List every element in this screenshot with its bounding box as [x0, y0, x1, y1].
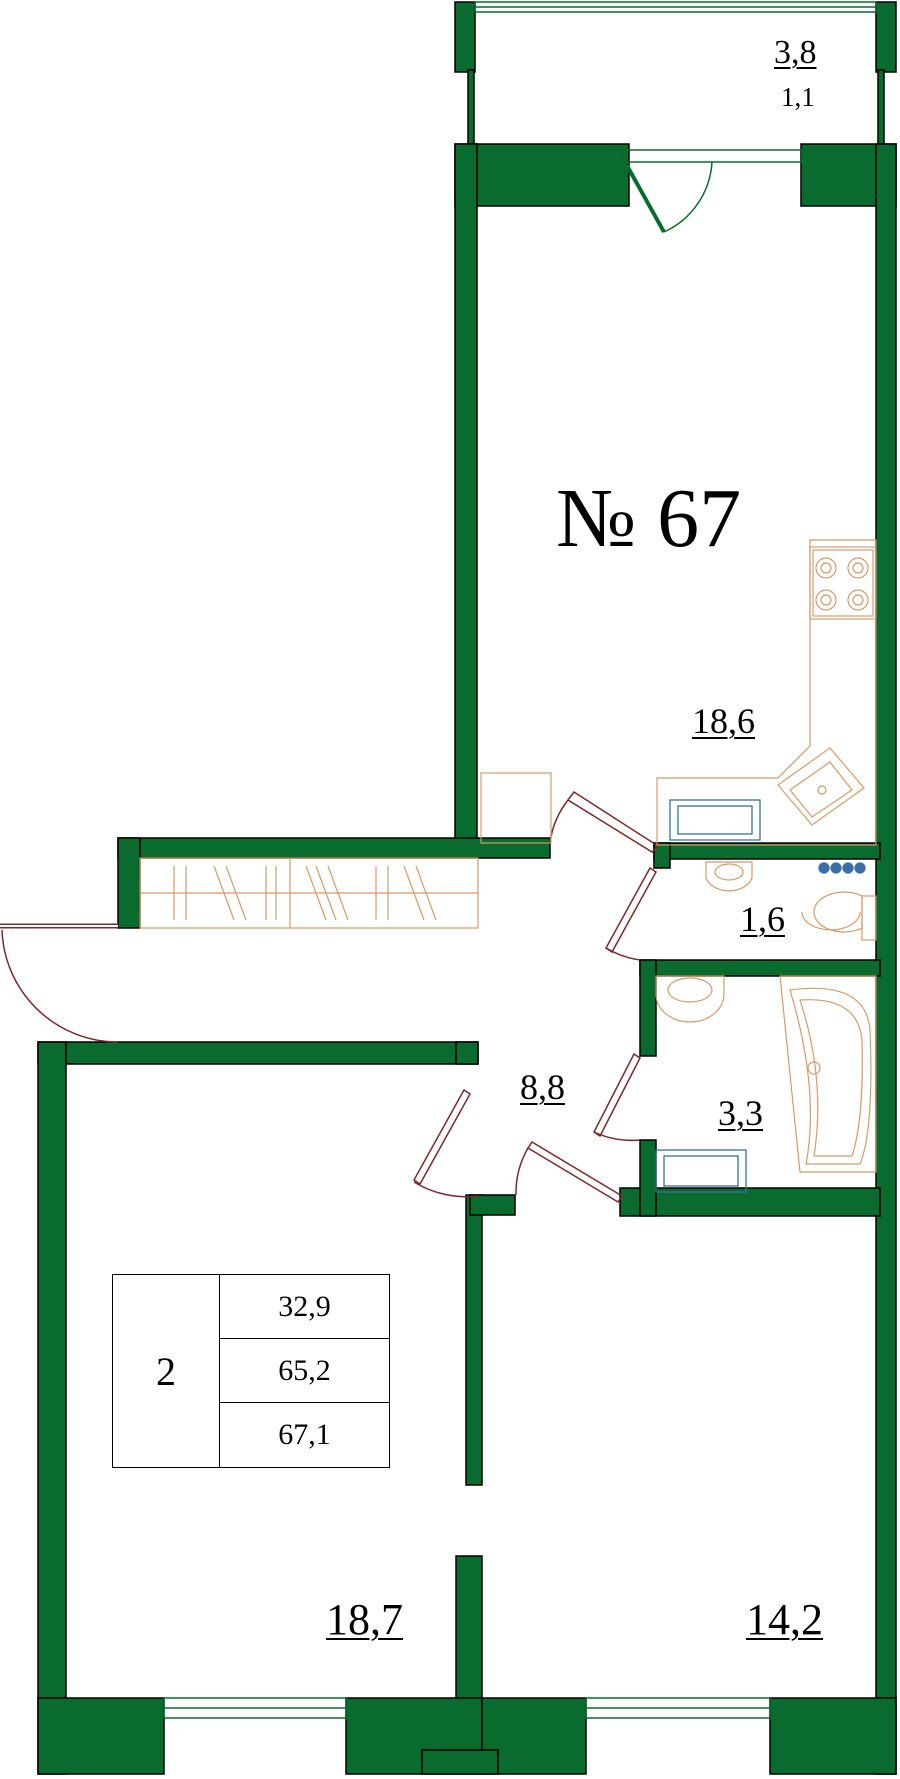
summary-living-area: 32,9: [220, 1275, 389, 1339]
wc-area: 1,6: [740, 899, 785, 939]
kitchen-furniture: [139, 539, 877, 1173]
windows: [163, 1, 877, 1719]
summary-total-with-balcony: 67,1: [278, 1418, 331, 1451]
appliances: [655, 799, 866, 1193]
doors: [0, 161, 713, 1204]
kitchen-area: 18,6: [692, 701, 755, 741]
balcony-area: 3,8: [774, 34, 817, 71]
walls: [37, 1, 897, 1775]
summary-total-area: 65,2: [220, 1339, 389, 1403]
bedroom-left-area: 18,7: [326, 1595, 403, 1644]
balcony-area-secondary: 1,1: [781, 82, 815, 112]
bathroom-area: 3,3: [718, 1093, 763, 1133]
rooms-count: 2: [113, 1275, 220, 1467]
summary-table: 2 32,9 65,2 67,1: [112, 1274, 390, 1468]
bedroom-right-area: 14,2: [746, 1595, 823, 1644]
apartment-number: № 67: [556, 472, 742, 565]
hall-area: 8,8: [520, 1067, 565, 1107]
